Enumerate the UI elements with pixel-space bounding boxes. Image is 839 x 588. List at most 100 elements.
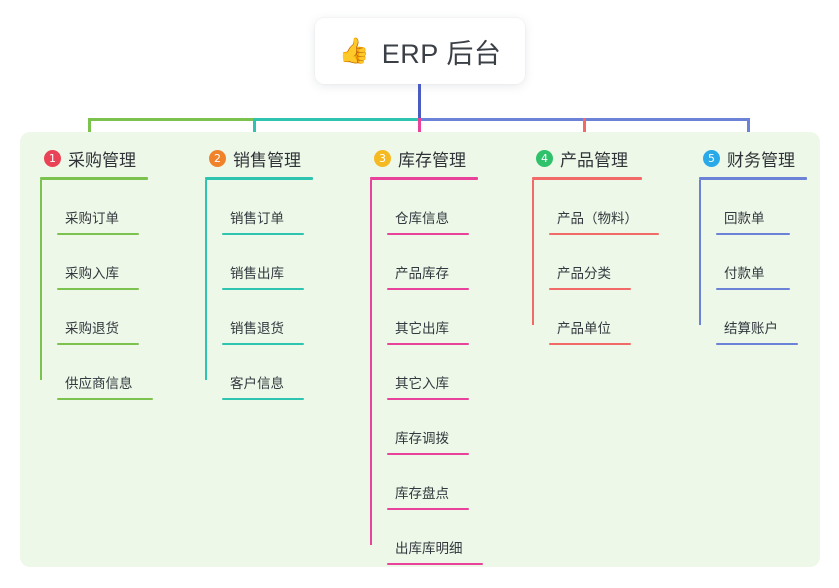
- branch-spine-2: [205, 180, 207, 380]
- branch-item-label: 产品库存: [395, 266, 449, 281]
- branch-item-rule: [387, 563, 483, 565]
- branch-header-5[interactable]: 5 财务管理: [699, 145, 807, 171]
- branch-item[interactable]: 产品库存: [387, 235, 478, 290]
- branch-items-3: 仓库信息产品库存其它出库其它入库库存调拨库存盘点出库库明细: [370, 180, 483, 565]
- branch-item-rule: [222, 343, 304, 345]
- branch-item[interactable]: 付款单: [716, 235, 807, 290]
- branch-item-label: 销售订单: [230, 211, 284, 226]
- branch-badge-3: 3: [374, 149, 391, 167]
- branch-badge-2: 2: [209, 149, 226, 167]
- branch-spine-5: [699, 180, 701, 325]
- branch-items-4: 产品（物料） 产品分类产品单位: [532, 180, 659, 345]
- branch-item-label: 出库库明细: [395, 541, 463, 556]
- branch-item-rule: [549, 343, 631, 345]
- branch-header-1[interactable]: 1 采购管理: [40, 145, 148, 171]
- branch-column-1: 1 采购管理采购订单采购入库采购退货供应商信息: [40, 145, 153, 400]
- branch-rule-4: [532, 177, 642, 180]
- branch-rule-2: [205, 177, 313, 180]
- branch-item[interactable]: 其它出库: [387, 290, 478, 345]
- branch-title-4: 产品管理: [560, 150, 628, 170]
- branch-item-rule: [716, 233, 790, 235]
- branch-column-3: 3 库存管理仓库信息产品库存其它出库其它入库库存调拨库存盘点出库库明细: [370, 145, 483, 565]
- branch-item-rule: [549, 288, 631, 290]
- branch-header-2[interactable]: 2 销售管理: [205, 145, 313, 171]
- root-node-title: ERP 后台: [381, 38, 502, 69]
- branch-items-5: 回款单付款单结算账户: [699, 180, 807, 345]
- branch-item[interactable]: 销售出库: [222, 235, 313, 290]
- branch-rule-1: [40, 177, 148, 180]
- branch-title-5: 财务管理: [727, 150, 795, 170]
- branch-item[interactable]: 产品（物料）: [549, 180, 659, 235]
- branch-item[interactable]: 采购退货: [57, 290, 148, 345]
- branch-title-2: 销售管理: [233, 150, 301, 170]
- root-node-card[interactable]: 👍 ERP 后台: [315, 18, 525, 84]
- branch-item-label: 仓库信息: [395, 211, 449, 226]
- branch-item[interactable]: 采购入库: [57, 235, 148, 290]
- branch-item[interactable]: 产品单位: [549, 290, 642, 345]
- branch-title-1: 采购管理: [68, 150, 136, 170]
- branch-item-label: 采购入库: [65, 266, 119, 281]
- branch-title-3: 库存管理: [398, 150, 466, 170]
- branch-item-rule: [716, 288, 790, 290]
- branch-item-label: 供应商信息: [65, 376, 133, 391]
- branch-items-2: 销售订单销售出库销售退货客户信息: [205, 180, 313, 400]
- branch-item[interactable]: 客户信息: [222, 345, 313, 400]
- branch-item-label: 客户信息: [230, 376, 284, 391]
- branch-header-3[interactable]: 3 库存管理: [370, 145, 478, 171]
- branch-badge-1: 1: [44, 149, 61, 167]
- diagram-panel: [20, 132, 820, 567]
- branch-item-rule: [387, 233, 469, 235]
- branch-item-label: 产品分类: [557, 266, 611, 281]
- branch-item-label: 库存盘点: [395, 486, 449, 501]
- branch-item-rule: [222, 398, 304, 400]
- branch-item[interactable]: 回款单: [716, 180, 807, 235]
- branch-item[interactable]: 库存调拨: [387, 400, 478, 455]
- branch-item[interactable]: 结算账户: [716, 290, 807, 345]
- branch-item-rule: [387, 288, 469, 290]
- branch-item[interactable]: 出库库明细: [387, 510, 483, 565]
- bus-segment-2: [253, 118, 422, 121]
- branch-item-label: 其它出库: [395, 321, 449, 336]
- branch-item-rule: [57, 398, 153, 400]
- branch-column-5: 5 财务管理回款单付款单结算账户: [699, 145, 807, 345]
- branch-item[interactable]: 库存盘点: [387, 455, 478, 510]
- branch-badge-4: 4: [536, 149, 553, 167]
- branch-item[interactable]: 其它入库: [387, 345, 478, 400]
- branch-item-label: 结算账户: [724, 321, 778, 336]
- branch-item-rule: [57, 343, 139, 345]
- branch-item[interactable]: 供应商信息: [57, 345, 153, 400]
- branch-item-rule: [57, 288, 139, 290]
- branch-item-rule: [549, 233, 659, 235]
- branch-item-rule: [57, 233, 139, 235]
- branch-item[interactable]: 产品分类: [549, 235, 642, 290]
- branch-item-label: 其它入库: [395, 376, 449, 391]
- branch-rule-5: [699, 177, 807, 180]
- branch-column-2: 2 销售管理销售订单销售出库销售退货客户信息: [205, 145, 313, 400]
- branch-item-label: 销售出库: [230, 266, 284, 281]
- branch-item-rule: [387, 508, 469, 510]
- branch-item-rule: [222, 233, 304, 235]
- branch-item-label: 采购退货: [65, 321, 119, 336]
- branch-header-4[interactable]: 4 产品管理: [532, 145, 642, 171]
- branch-badge-5: 5: [703, 149, 720, 167]
- branch-item-rule: [387, 343, 469, 345]
- branch-item-label: 产品（物料）: [557, 211, 638, 226]
- branch-item-rule: [222, 288, 304, 290]
- branch-item-label: 销售退货: [230, 321, 284, 336]
- branch-item[interactable]: 销售订单: [222, 180, 313, 235]
- branch-item[interactable]: 采购订单: [57, 180, 148, 235]
- thumbs-up-icon: 👍: [338, 36, 370, 65]
- branch-item-rule: [387, 398, 469, 400]
- branch-item-label: 采购订单: [65, 211, 119, 226]
- branch-rule-3: [370, 177, 478, 180]
- branch-item[interactable]: 仓库信息: [387, 180, 478, 235]
- branch-item-rule: [716, 343, 798, 345]
- branch-spine-1: [40, 180, 42, 380]
- bus-segment-1: [88, 118, 256, 121]
- branch-item[interactable]: 销售退货: [222, 290, 313, 345]
- branch-spine-4: [532, 180, 534, 325]
- branch-item-label: 回款单: [724, 211, 765, 226]
- branch-item-rule: [387, 453, 469, 455]
- branch-spine-3: [370, 180, 372, 545]
